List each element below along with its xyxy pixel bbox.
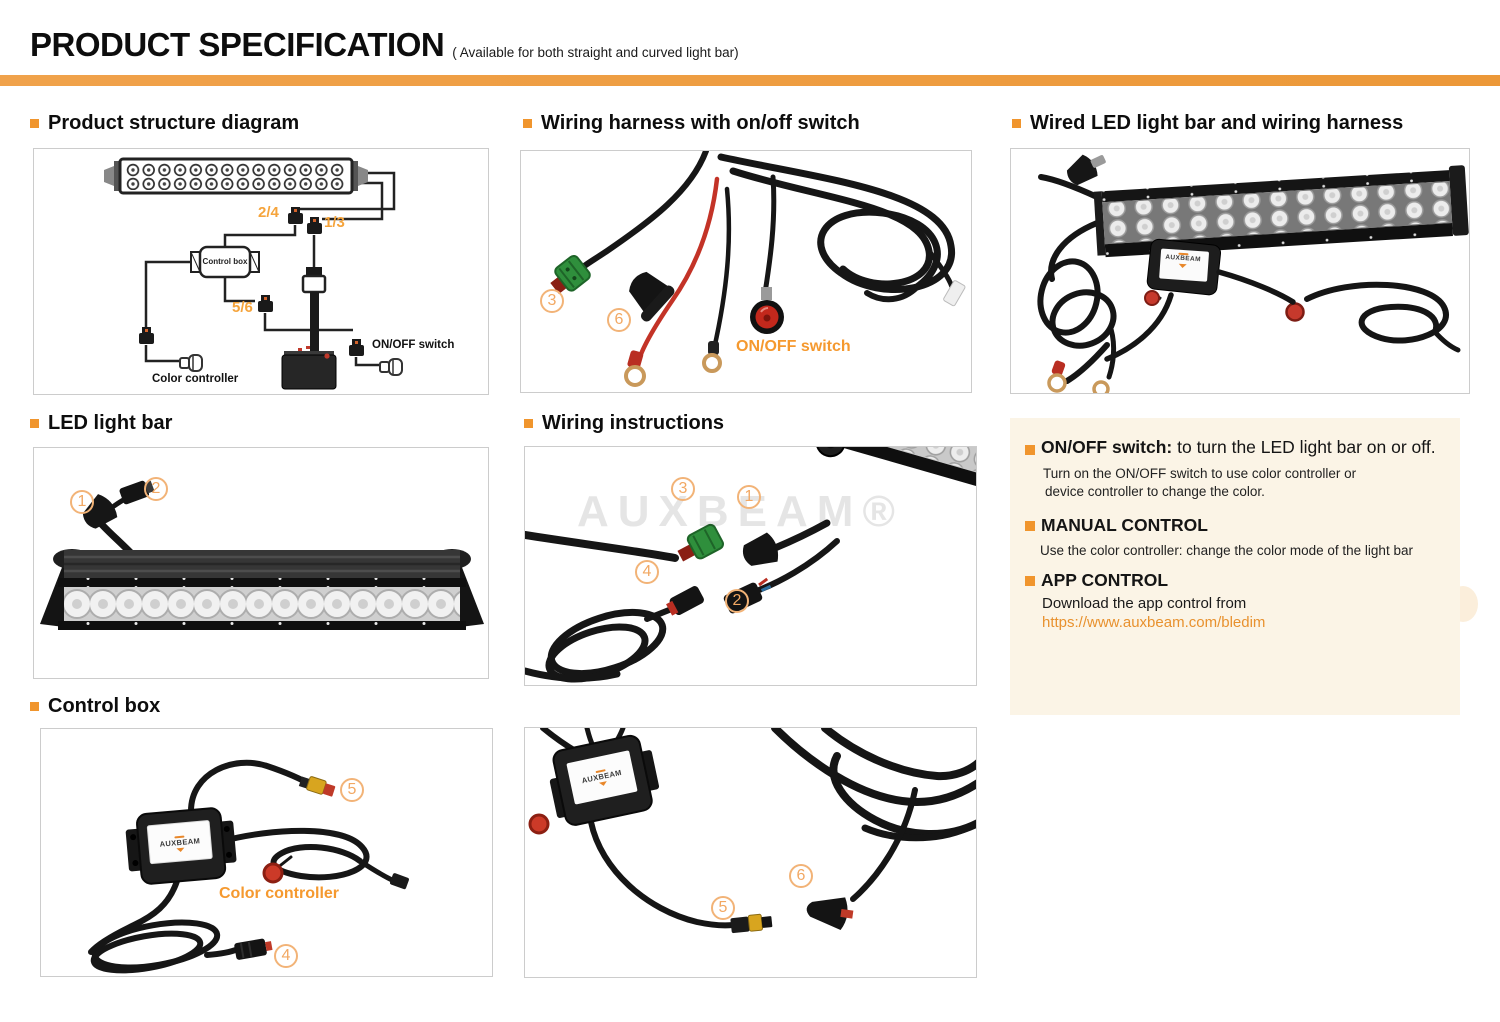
port-label-1-3: 1/3 (324, 214, 345, 231)
callout-6-number: 6 (796, 867, 806, 884)
callout-5: 5 (711, 896, 735, 920)
callout-1-number: 1 (744, 488, 754, 505)
on-off-switch-heading: ON/OFF switch: to turn the LED light bar… (1041, 437, 1436, 458)
callout-3-number: 3 (678, 480, 688, 497)
structure-diagram-panel: 2/4 1/3 5/6 Control box ON/OFF switch Co… (33, 148, 489, 395)
page-header: PRODUCT SPECIFICATION ( Available for bo… (30, 26, 739, 64)
harness-connectors-illustration (528, 728, 976, 934)
led-light-bar-illustration (40, 480, 484, 630)
control-info-panel: ON/OFF switch: to turn the LED light bar… (1010, 418, 1460, 715)
harness-title: Wiring harness with on/off switch (541, 112, 860, 134)
wiring-harness-photo: 3 6 ON/OFF switch (520, 150, 972, 393)
on-off-switch-diagram-label: ON/OFF switch (372, 339, 455, 351)
port-label-5-6: 5/6 (232, 299, 253, 316)
section-heading-structure: Product structure diagram (30, 112, 299, 135)
callout-3: 3 (540, 289, 564, 313)
callout-5-number: 5 (718, 899, 728, 916)
callout-4-number: 4 (281, 947, 291, 964)
callout-1-number: 1 (77, 493, 87, 510)
orange-bullet-icon (30, 419, 39, 428)
app-download-link[interactable]: https://www.auxbeam.com/bledim (1042, 614, 1266, 631)
page-subtitle: ( Available for both straight and curved… (452, 45, 739, 60)
wiring-instructions-photo: AUXBEAM® 3 1 4 2 (524, 446, 977, 686)
section-heading-led-bar: LED light bar (30, 412, 172, 435)
on-off-switch-photo-label: ON/OFF switch (736, 338, 851, 355)
control-box-title: Control box (48, 695, 161, 717)
orange-bullet-icon (1012, 119, 1021, 128)
orange-bullet-icon (30, 119, 39, 128)
wiring-harness-illustration (550, 151, 966, 387)
orange-bullet-icon (524, 419, 533, 428)
callout-4-number: 4 (642, 563, 652, 580)
section-heading-harness: Wiring harness with on/off switch (523, 112, 860, 135)
wiring-instructions-illustration (525, 447, 976, 683)
structure-title: Product structure diagram (48, 112, 300, 134)
callout-6-number: 6 (614, 311, 624, 328)
on-off-switch-body-line2: device controller to change the color. (1045, 484, 1265, 499)
auxbeam-watermark: AUXBEAM® (577, 487, 904, 536)
callout-3-number: 3 (547, 292, 557, 309)
color-controller-diagram-label: Color controller (152, 373, 239, 385)
orange-bullet-icon (523, 119, 532, 128)
callout-2: 2 (144, 477, 168, 501)
on-off-switch-body-line1: Turn on the ON/OFF switch to use color c… (1043, 466, 1357, 481)
orange-bullet-icon (1025, 521, 1035, 531)
wired-title: Wired LED light bar and wiring harness (1030, 112, 1404, 134)
manual-control-heading: MANUAL CONTROL (1041, 515, 1208, 535)
led-bar-title: LED light bar (48, 412, 173, 434)
orange-bullet-icon (1025, 445, 1035, 455)
orange-bullet-icon (1025, 576, 1035, 586)
on-off-switch-heading-tail: to turn the LED light bar on or off. (1172, 437, 1436, 457)
control-box-illustration (88, 759, 409, 974)
section-heading-wired: Wired LED light bar and wiring harness (1012, 112, 1403, 135)
callout-3: 3 (671, 477, 695, 501)
wired-light-bar-illustration (1037, 154, 1469, 393)
led-light-bar-photo: 1 2 (33, 447, 489, 679)
structure-diagram-illustration (104, 157, 403, 390)
app-control-heading: APP CONTROL (1041, 570, 1169, 590)
callout-4: 4 (635, 560, 659, 584)
color-controller-photo-label: Color controller (219, 885, 340, 902)
manual-control-body: Use the color controller: change the col… (1040, 543, 1413, 558)
callout-5: 5 (340, 778, 364, 802)
callout-6: 6 (789, 864, 813, 888)
control-box-diagram-label: Control box (202, 257, 248, 266)
section-heading-control-box: Control box (30, 695, 160, 718)
port-label-2-4: 2/4 (258, 204, 279, 221)
callout-2-number: 2 (151, 480, 161, 497)
callout-2-number: 2 (732, 592, 742, 609)
auxbeam-logo: AUXBEAM (1161, 251, 1206, 269)
divider-bar (0, 75, 1500, 86)
callout-6: 6 (607, 308, 631, 332)
callout-2: 2 (725, 589, 749, 613)
harness-connectors-photo: AUXBEAM 5 6 (524, 727, 977, 978)
app-control-body: Download the app control from (1042, 595, 1247, 612)
section-heading-instructions: Wiring instructions (524, 412, 724, 435)
callout-1: 1 (70, 490, 94, 514)
control-box-photo: AUXBEAM 5 4 Color controller (40, 728, 493, 977)
instructions-title: Wiring instructions (542, 412, 725, 434)
callout-1: 1 (737, 485, 761, 509)
orange-bullet-icon (30, 702, 39, 711)
callout-4: 4 (274, 944, 298, 968)
callout-5-number: 5 (347, 781, 357, 798)
wired-light-bar-photo: AUXBEAM (1010, 148, 1470, 394)
on-off-switch-heading-bold: ON/OFF switch: (1041, 437, 1173, 457)
page-title: PRODUCT SPECIFICATION (30, 26, 445, 63)
